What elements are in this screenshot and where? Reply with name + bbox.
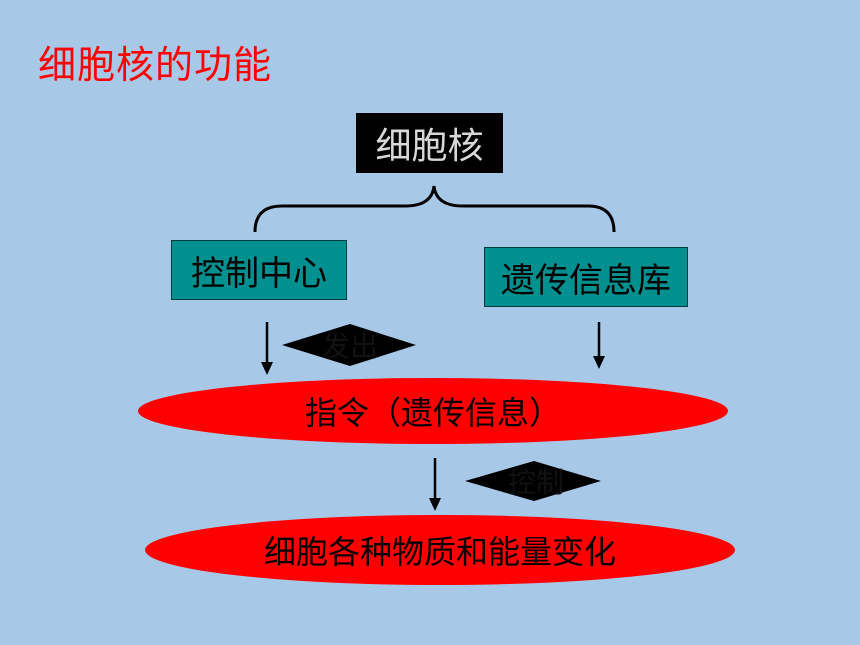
right-arrow-head (593, 356, 605, 369)
middle-arrow-head (429, 498, 441, 511)
cell-changes-node: 细胞各种物质和能量变化 (145, 515, 735, 585)
issue-diamond (282, 324, 416, 366)
issue-label: 发出 (321, 330, 378, 363)
brace-connector (253, 185, 616, 233)
control-center-node: 控制中心 (171, 240, 347, 300)
genetic-info-node: 遗传信息库 (484, 247, 688, 307)
root-node: 细胞核 (356, 113, 503, 173)
instruction-node: 指令（遗传信息） (138, 378, 728, 444)
slide-title: 细胞核的功能 (38, 43, 273, 87)
left-arrow-head (261, 362, 273, 375)
control-diamond (465, 461, 601, 501)
control-label: 控制 (507, 466, 564, 499)
